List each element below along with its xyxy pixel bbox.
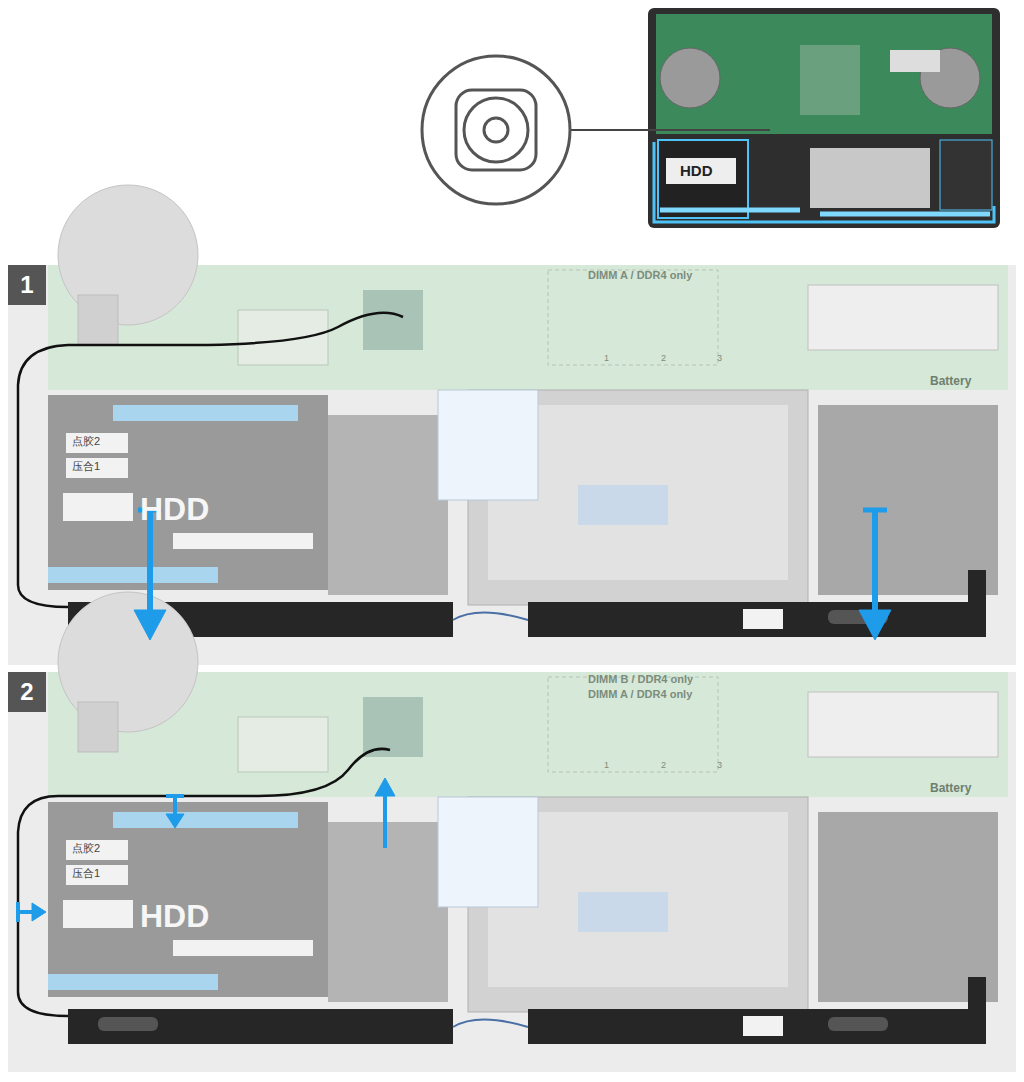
sticker-text: 点胶2 — [72, 842, 100, 854]
speaker-symbol — [464, 98, 528, 162]
board-label: Battery — [930, 782, 971, 795]
speaker-cable — [18, 749, 390, 1016]
board-label: DIMM A / DDR4 only — [588, 269, 692, 281]
leader-line — [571, 129, 770, 131]
board-label: DIMM A / DDR4 only — [588, 688, 692, 700]
step-panel — [8, 185, 1016, 665]
slot-number: 2 — [661, 354, 666, 364]
arrow-head — [859, 610, 891, 640]
thumb-sticker — [666, 158, 736, 184]
icon-circle — [422, 56, 570, 204]
sticker-text: 压合1 — [72, 460, 100, 472]
slot-number: 1 — [604, 761, 609, 771]
thumb-battery — [940, 140, 992, 210]
thumb-fan — [660, 48, 720, 108]
sticker-text: 压合1 — [72, 867, 100, 879]
slot-number: 1 — [604, 354, 609, 364]
board-label: Battery — [930, 375, 971, 388]
arrow-head — [166, 814, 184, 828]
lift-arrow — [134, 510, 891, 640]
sticker-text: 点胶2 — [72, 435, 100, 447]
step-badge: 1 — [8, 265, 46, 305]
arrow-shaft — [872, 510, 878, 615]
speaker-symbol — [456, 90, 536, 170]
thumb-hdd — [658, 140, 748, 218]
speaker-symbol — [484, 118, 508, 142]
slot-number: 3 — [717, 354, 722, 364]
step-badge: 2 — [8, 672, 46, 712]
laptop-base — [648, 8, 1000, 228]
arrow-head — [375, 778, 395, 796]
arrow-head — [134, 610, 166, 640]
arrow-shaft — [173, 796, 177, 816]
thumb-ssd — [890, 50, 940, 72]
thumb-touchpad — [810, 148, 930, 208]
arrow-shaft — [383, 792, 387, 848]
part-label: HDD — [140, 492, 209, 527]
thumb-speaker — [660, 210, 990, 214]
speaker-cable — [18, 313, 403, 607]
thumb-dimm — [800, 45, 860, 115]
thumb-speaker-highlight — [654, 142, 994, 222]
step-number: 1 — [20, 271, 33, 299]
part-label: HDD — [680, 163, 713, 180]
board-label: DIMM B / DDR4 only — [588, 673, 693, 685]
arrow-head — [32, 903, 46, 921]
step-number: 2 — [20, 678, 33, 706]
slot-number: 3 — [717, 761, 722, 771]
slot-number: 2 — [661, 761, 666, 771]
part-label: HDD — [140, 899, 209, 934]
step-panel — [8, 592, 1016, 1072]
thumb-board — [656, 14, 992, 134]
